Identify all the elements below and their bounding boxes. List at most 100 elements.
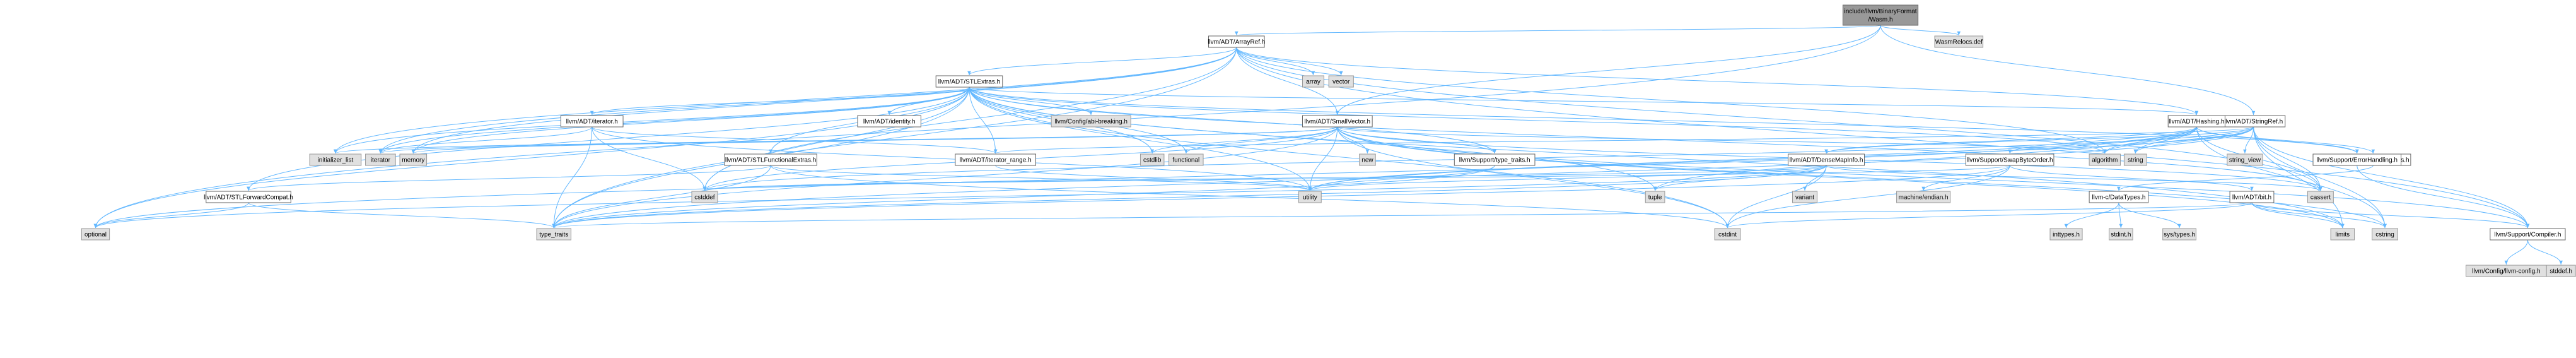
edge-stlextras-to-itrange bbox=[969, 87, 998, 154]
node-box-root bbox=[1842, 4, 1919, 26]
edge-swapbyteorder-to-cstddef bbox=[703, 165, 2010, 191]
node-utility: utility bbox=[1298, 191, 1322, 203]
node-label-swapbyteorder: llvm/Support/SwapByteOrder.h bbox=[1967, 157, 2053, 164]
node-typetraits_h[interactable]: llvm/Support/type_traits.h bbox=[1454, 153, 1536, 166]
edge-smallvector-to-limits bbox=[1337, 126, 2345, 229]
edge-stlextras-to-tuple bbox=[969, 87, 1657, 191]
edge-iterator_h-to-iterator bbox=[378, 126, 593, 154]
node-new: new bbox=[1359, 153, 1376, 166]
node-stringref[interactable]: llvm/ADT/StringRef.h bbox=[2221, 115, 2286, 128]
node-identity[interactable]: llvm/ADT/identity.h bbox=[857, 115, 921, 128]
edge-arrayref-to-hashing bbox=[1236, 47, 2198, 116]
node-box-smallvector bbox=[1302, 115, 1373, 128]
node-vector: vector bbox=[1328, 75, 1354, 88]
node-smallvector[interactable]: llvm/ADT/SmallVector.h bbox=[1302, 115, 1373, 128]
edge-datatypes-to-cdatatypes bbox=[2117, 165, 2374, 191]
edge-hashing-to-string bbox=[2133, 126, 2197, 154]
edge-bit-to-compiler bbox=[2251, 202, 2530, 229]
node-box-string bbox=[2123, 153, 2147, 166]
node-label-functional: functional bbox=[1172, 157, 1199, 164]
node-box-vector bbox=[1328, 75, 1354, 88]
node-bit[interactable]: llvm/ADT/bit.h bbox=[2229, 191, 2275, 203]
edge-stringref-to-algorithm bbox=[2103, 126, 2254, 154]
edge-smallvector-to-functional bbox=[1184, 126, 1338, 154]
node-arrayref[interactable]: llvm/ADT/ArrayRef.h bbox=[1208, 35, 1265, 48]
edge-bit-to-cstring bbox=[2251, 202, 2387, 229]
node-tuple: tuple bbox=[1645, 191, 1665, 203]
node-box-limits bbox=[2330, 228, 2355, 241]
node-cdatatypes[interactable]: llvm-c/DataTypes.h bbox=[2089, 191, 2149, 203]
edge-stringref-to-densemapinfo bbox=[1824, 126, 2254, 154]
edge-bit-to-limits bbox=[2251, 202, 2345, 229]
node-box-inttypes bbox=[2049, 228, 2083, 241]
node-box-machendian bbox=[1896, 191, 1951, 203]
node-label-hashing: llvm/ADT/Hashing.h bbox=[2169, 119, 2224, 126]
node-compiler[interactable]: llvm/Support/Compiler.h bbox=[2490, 228, 2566, 241]
node-label-machendian: machine/endian.h bbox=[1899, 194, 1949, 201]
node-box-itrange bbox=[955, 153, 1037, 166]
node-label-utility: utility bbox=[1303, 194, 1317, 201]
node-iterator_h[interactable]: llvm/ADT/iterator.h bbox=[560, 115, 624, 128]
node-hashing[interactable]: llvm/ADT/Hashing.h bbox=[2167, 115, 2225, 128]
edge-stlfunc-to-typetraits bbox=[552, 165, 771, 229]
node-systypes: sys/types.h bbox=[2162, 228, 2196, 241]
node-inttypes: inttypes.h bbox=[2049, 228, 2083, 241]
edge-stringref-to-itrange bbox=[994, 126, 2254, 154]
node-label-smallvector: llvm/ADT/SmallVector.h bbox=[1305, 119, 1370, 126]
edge-smallvector-to-utility bbox=[1308, 126, 1338, 191]
node-box-new bbox=[1359, 153, 1376, 166]
edge-hashing-to-optional bbox=[93, 126, 2197, 229]
edge-stlextras-to-cstdint bbox=[969, 87, 1730, 229]
node-box-identity bbox=[857, 115, 921, 128]
edge-iterator_h-to-itrange bbox=[592, 126, 998, 154]
node-memory: memory bbox=[399, 153, 428, 166]
node-densemapinfo[interactable]: llvm/ADT/DenseMapInfo.h bbox=[1788, 153, 1865, 166]
node-label-itrange: llvm/ADT/iterator_range.h bbox=[960, 157, 1032, 164]
node-wasmrelocs: WasmRelocs.def bbox=[1934, 35, 1984, 48]
node-stlforward[interactable]: llvm/ADT/STLForwardCompat.h bbox=[204, 191, 293, 203]
node-label-tuple: tuple bbox=[1648, 194, 1662, 201]
edge-swapbyteorder-to-bit bbox=[2009, 165, 2254, 191]
edge-stlextras-to-hashing bbox=[969, 87, 2198, 116]
node-label-systypes: sys/types.h bbox=[2164, 232, 2195, 239]
node-errorhandling[interactable]: llvm/Support/ErrorHandling.h bbox=[2312, 153, 2402, 166]
edge-stringref-to-cstring bbox=[2253, 126, 2387, 229]
node-box-cstring bbox=[2372, 228, 2398, 241]
node-box-densemapinfo bbox=[1788, 153, 1865, 166]
node-string_view: string_view bbox=[2227, 153, 2263, 166]
edge-smallvector-to-cstdlib bbox=[1150, 126, 1338, 154]
node-swapbyteorder[interactable]: llvm/Support/SwapByteOrder.h bbox=[1965, 153, 2054, 166]
edge-stringref-to-string_view bbox=[2243, 126, 2254, 154]
node-label-arrayref: llvm/ADT/ArrayRef.h bbox=[1208, 39, 1265, 46]
node-itrange[interactable]: llvm/ADT/iterator_range.h bbox=[955, 153, 1037, 166]
edge-compiler-to-llvmconfig bbox=[2504, 239, 2528, 265]
edge-root-to-wasmrelocs bbox=[1880, 25, 1961, 36]
edge-stlfunc-to-cstdint bbox=[770, 165, 1730, 229]
node-box-typetraits_h bbox=[1454, 153, 1536, 166]
node-box-iterator bbox=[365, 153, 396, 166]
node-label-cstddef: cstddef bbox=[694, 194, 714, 201]
edge-stringref-to-compiler bbox=[2253, 126, 2530, 229]
node-llvmconfig: llvm/Config/llvm-config.h bbox=[2466, 265, 2547, 277]
edge-hashing-to-errorhandling bbox=[2196, 126, 2359, 154]
edge-hashing-to-datatypes bbox=[2196, 126, 2375, 154]
edge-smallvector-to-cstring bbox=[1337, 126, 2387, 229]
node-box-stlforward bbox=[206, 191, 291, 203]
node-stlextras[interactable]: llvm/ADT/STLExtras.h bbox=[935, 75, 1003, 88]
node-cstddef: cstddef bbox=[691, 191, 718, 203]
edge-densemapinfo-to-typetraits bbox=[552, 165, 1827, 229]
node-typetraits: type_traits bbox=[536, 228, 572, 241]
node-label-cstdlib: cstdlib bbox=[1143, 157, 1162, 164]
edge-stlextras-to-utility bbox=[969, 87, 1312, 191]
edge-iterator_h-to-typetraits bbox=[552, 126, 593, 229]
node-box-stdint bbox=[2109, 228, 2133, 241]
node-label-vector: vector bbox=[1332, 79, 1350, 86]
edge-arrayref-to-cassert bbox=[1236, 47, 2322, 191]
node-stlfunc[interactable]: llvm/ADT/STLFunctionalExtras.h bbox=[724, 153, 817, 166]
edge-stlextras-to-memory bbox=[411, 87, 970, 154]
edge-stlforward-to-optional bbox=[93, 202, 249, 229]
node-box-arrayref bbox=[1208, 35, 1265, 48]
node-box-initlist bbox=[309, 153, 362, 166]
edge-stringref-to-cassert bbox=[2253, 126, 2322, 191]
edge-swapbyteorder-to-machendian bbox=[1921, 165, 2010, 191]
